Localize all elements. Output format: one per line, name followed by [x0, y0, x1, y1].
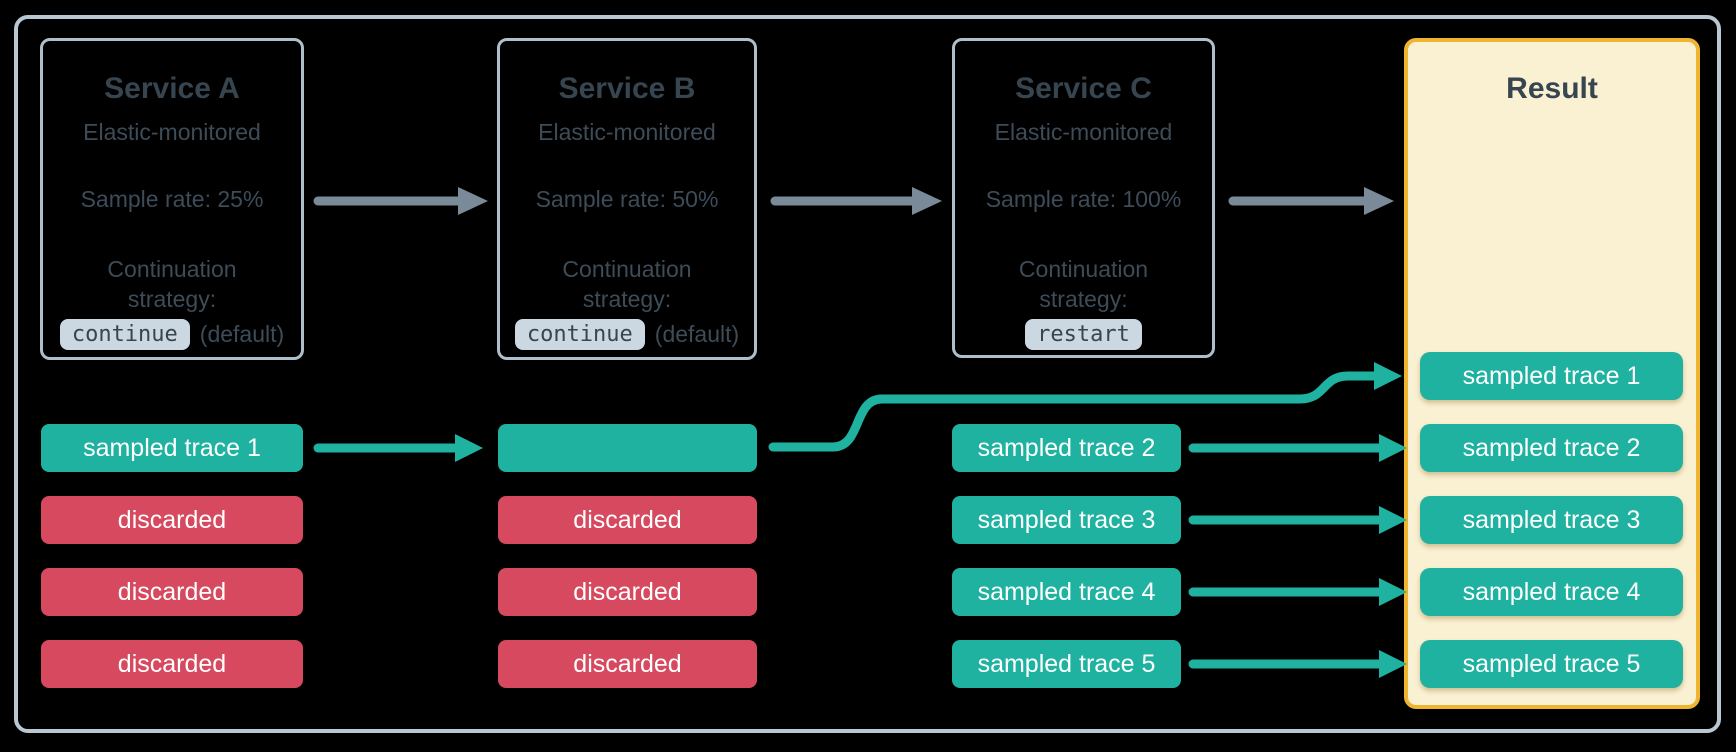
result-badge-1: sampled trace 1 [1420, 352, 1683, 400]
discarded-badge-a4: discarded [41, 640, 303, 688]
service-c-strategy-chip: restart [1025, 319, 1142, 350]
service-b-strategy-chip: continue [514, 319, 645, 350]
discarded-badge-b2: discarded [498, 496, 757, 544]
discarded-badge-b3: discarded [498, 568, 757, 616]
service-b-sample-rate: Sample rate: 50% [535, 186, 719, 212]
service-a-strategy-row: continue (default) [43, 319, 301, 350]
service-b-title: Service B [558, 72, 696, 105]
service-b-strategy-label: Continuation strategy: [500, 254, 754, 314]
trace-badge-b1-empty [498, 424, 757, 472]
service-a-subtitle: Elastic-monitored [83, 119, 261, 145]
service-c-subtitle: Elastic-monitored [994, 119, 1173, 145]
service-b-strategy-suffix: (default) [654, 321, 740, 347]
trace-badge-a1: sampled trace 1 [41, 424, 303, 472]
service-c-sample-rate: Sample rate: 100% [985, 186, 1182, 212]
strategy-word-2: strategy: [127, 286, 217, 312]
result-badge-5: sampled trace 5 [1420, 640, 1683, 688]
service-c-strategy-label: Continuation strategy: [955, 254, 1212, 314]
service-c-strategy-row: restart [955, 319, 1212, 350]
result-title: Result [1506, 72, 1598, 105]
service-a-sample-rate: Sample rate: 25% [80, 186, 264, 212]
strategy-word-2: strategy: [1039, 286, 1128, 312]
service-a-strategy-chip: continue [59, 319, 190, 350]
trace-badge-c2: sampled trace 3 [952, 496, 1181, 544]
service-b-box: Service B Elastic-monitored Sample rate:… [497, 38, 757, 360]
diagram-frame [14, 15, 1721, 733]
discarded-badge-a2: discarded [41, 496, 303, 544]
result-badge-2: sampled trace 2 [1420, 424, 1683, 472]
service-c-box: Service C Elastic-monitored Sample rate:… [952, 38, 1215, 358]
result-badge-4: sampled trace 4 [1420, 568, 1683, 616]
result-badge-3: sampled trace 3 [1420, 496, 1683, 544]
service-b-strategy-row: continue (default) [500, 319, 754, 350]
trace-badge-c4: sampled trace 5 [952, 640, 1181, 688]
discarded-badge-b4: discarded [498, 640, 757, 688]
strategy-word-1: Continuation [107, 256, 237, 282]
service-c-title: Service C [1015, 72, 1152, 105]
service-b-subtitle: Elastic-monitored [538, 119, 716, 145]
trace-badge-c1: sampled trace 2 [952, 424, 1181, 472]
strategy-word-2: strategy: [582, 286, 672, 312]
service-a-box: Service A Elastic-monitored Sample rate:… [40, 38, 304, 360]
discarded-badge-a3: discarded [41, 568, 303, 616]
strategy-word-1: Continuation [562, 256, 692, 282]
trace-badge-c3: sampled trace 4 [952, 568, 1181, 616]
service-a-strategy-suffix: (default) [199, 321, 285, 347]
service-a-strategy-label: Continuation strategy: [43, 254, 301, 314]
strategy-word-1: Continuation [1018, 256, 1149, 282]
service-a-title: Service A [104, 72, 240, 105]
